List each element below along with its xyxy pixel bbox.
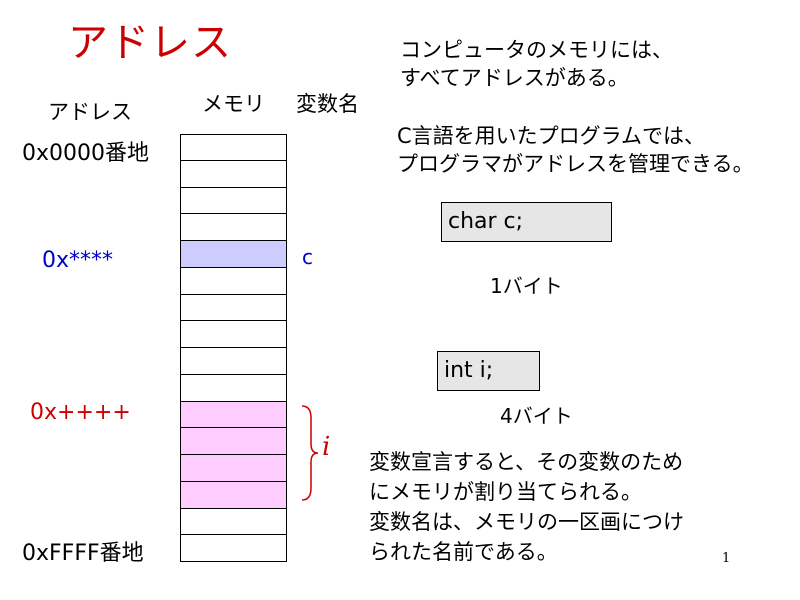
char-declaration-box: char c; — [441, 202, 612, 242]
start-address: 0x0000番地 — [22, 141, 150, 166]
intro-line: コンピュータのメモリには、 — [400, 38, 673, 62]
memory-cell — [180, 535, 287, 562]
char-size-label: 1バイト — [490, 274, 563, 298]
memory-cell-int — [180, 455, 287, 482]
memory-cell-char — [180, 241, 287, 268]
memory-cell — [180, 294, 287, 322]
memory-cell — [180, 321, 287, 348]
memory-cell-int — [180, 401, 287, 429]
c-intro-line: C言語を用いたプログラムでは、 — [397, 124, 706, 148]
int-size-label: 4バイト — [500, 404, 573, 428]
char-declaration: char c; — [448, 209, 524, 234]
memory-cell — [180, 214, 287, 241]
int-declaration: int i; — [444, 358, 494, 383]
memory-cell — [180, 348, 287, 375]
int-declaration-box: int i; — [437, 351, 540, 391]
brace-icon — [301, 405, 319, 501]
var-c-label: c — [302, 245, 313, 269]
memory-cell — [180, 134, 287, 161]
memory-cell — [180, 508, 287, 536]
memory-cell-int — [180, 481, 287, 509]
explanation-line: 変数名は、メモリの一区画につけ — [369, 510, 684, 534]
explanation-line: られた名前である。 — [369, 540, 558, 564]
varname-column-label: 変数名 — [296, 92, 359, 116]
memory-column-label: メモリ — [202, 92, 265, 116]
c-intro-text: C言語を用いたプログラムでは、 プログラマがアドレスを管理できる。 — [397, 122, 754, 178]
var-i-label: i — [322, 432, 331, 462]
slide-title: アドレス — [68, 20, 232, 66]
address-column-label: アドレス — [48, 100, 132, 124]
end-address: 0xFFFF番地 — [22, 541, 144, 566]
intro-line: すべてアドレスがある。 — [400, 66, 629, 90]
char-address: 0x**** — [42, 248, 114, 273]
c-intro-line: プログラマがアドレスを管理できる。 — [397, 152, 754, 176]
explanation-line: 変数宣言すると、その変数のため — [369, 450, 684, 474]
memory-cell — [180, 187, 287, 215]
memory-cell — [180, 374, 287, 402]
memory-block — [180, 134, 287, 562]
explanation-line: にメモリが割り当てられる。 — [369, 480, 642, 504]
explanation-text: 変数宣言すると、その変数のため にメモリが割り当てられる。 変数名は、メモリの一… — [369, 447, 684, 567]
int-address: 0x++++ — [30, 400, 131, 425]
intro-text: コンピュータのメモリには、 すべてアドレスがある。 — [400, 36, 673, 92]
memory-cell-int — [180, 428, 287, 455]
memory-cell — [180, 267, 287, 295]
memory-cell — [180, 160, 287, 188]
page-number: 1 — [722, 551, 731, 566]
